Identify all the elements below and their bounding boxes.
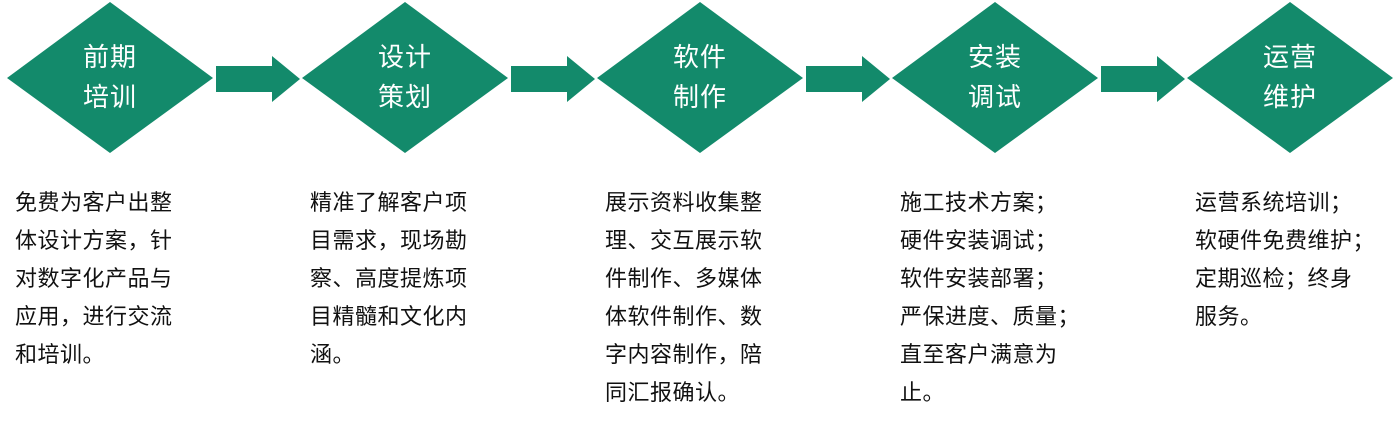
step-1-diamond: 前期 培训 bbox=[5, 0, 215, 155]
step-2-label: 设计 策划 bbox=[300, 0, 510, 155]
step-1-label: 前期 培训 bbox=[5, 0, 215, 155]
step-1-description: 免费为客户出整 体设计方案，针 对数字化产品与 应用，进行交流 和培训。 bbox=[15, 191, 173, 368]
step-4-label: 安装 调试 bbox=[890, 0, 1100, 155]
step-1-label-line1: 前期 bbox=[82, 42, 137, 73]
step-3-label: 软件 制作 bbox=[595, 0, 805, 155]
step-5-label: 运营 维护 bbox=[1185, 0, 1395, 155]
step-3-label-line1: 软件 bbox=[672, 42, 727, 73]
step-1-label-line2: 培训 bbox=[82, 82, 137, 113]
step-4-diamond: 安装 调试 bbox=[890, 0, 1100, 155]
step-3-label-line2: 制作 bbox=[672, 82, 727, 113]
arrow-right-icon bbox=[1101, 56, 1187, 106]
step-4-label-line1: 安装 bbox=[967, 42, 1022, 73]
step-2-label-line2: 策划 bbox=[377, 82, 432, 113]
step-4-label-line2: 调试 bbox=[967, 82, 1022, 113]
step-5-label-line2: 维护 bbox=[1262, 82, 1317, 113]
step-5-diamond: 运营 维护 bbox=[1185, 0, 1395, 155]
arrow-right-icon bbox=[806, 56, 892, 106]
step-2-diamond: 设计 策划 bbox=[300, 0, 510, 155]
step-5-label-line1: 运营 bbox=[1262, 42, 1317, 73]
step-5-description: 运营系统培训； 软硬件免费维护； 定期巡检；终身 服务。 bbox=[1195, 191, 1376, 330]
step-2-description: 精准了解客户项 目需求，现场勘 察、高度提炼项 目精髓和文化内 涵。 bbox=[310, 191, 468, 368]
step-3-description: 展示资料收集整 理、交互展示软 件制作、多媒体 体软件制作、数 字内容制作，陪 … bbox=[605, 191, 763, 406]
step-4-description: 施工技术方案； 硬件安装调试； 软件安装部署； 严保进度、质量； 直至客户满意为… bbox=[900, 191, 1081, 406]
arrow-right-icon bbox=[216, 56, 302, 106]
step-3-diamond: 软件 制作 bbox=[595, 0, 805, 155]
step-2-label-line1: 设计 bbox=[377, 42, 432, 73]
arrow-right-icon bbox=[511, 56, 597, 106]
